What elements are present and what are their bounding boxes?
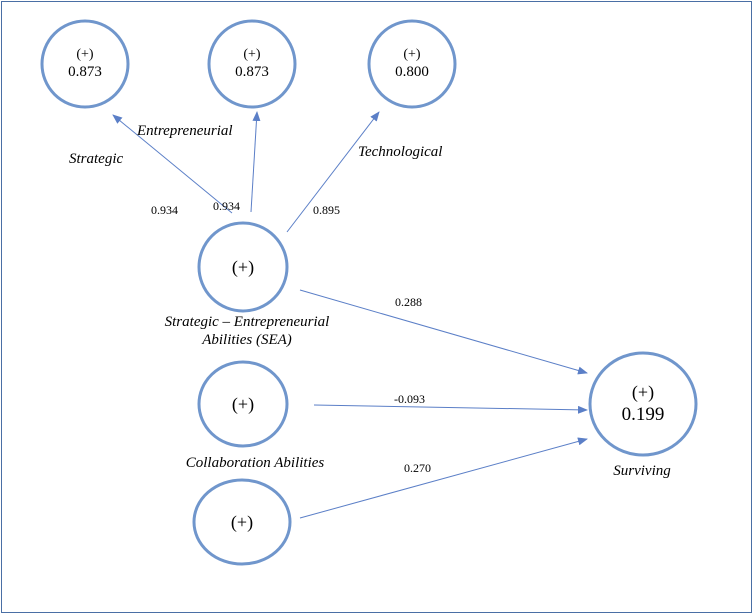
weight-sea-technological: 0.895 bbox=[313, 203, 340, 217]
node-technological: (+) 0.800 bbox=[367, 19, 457, 109]
edge-sea-entrepreneurial bbox=[250, 111, 261, 213]
edge-sea-strategic bbox=[112, 114, 233, 214]
edge-sea-technological bbox=[286, 111, 380, 233]
node-strategic: (+) 0.873 bbox=[40, 19, 130, 109]
node-third-sign: (+) bbox=[231, 512, 253, 533]
node-collaboration: (+) bbox=[197, 360, 289, 448]
node-sea-sign: (+) bbox=[232, 257, 254, 278]
edge-sea-surviving bbox=[299, 289, 588, 375]
label-surviving: Surviving bbox=[613, 463, 671, 479]
node-entrepreneurial: (+) 0.873 bbox=[207, 19, 297, 109]
weight-sea-entrepreneurial: 0.934 bbox=[213, 199, 240, 213]
node-sea: (+) bbox=[197, 221, 289, 313]
weight-third-surviving: 0.270 bbox=[404, 461, 431, 475]
weight-collaboration-surviving: -0.093 bbox=[394, 392, 425, 406]
label-sea-line1: Strategic – Entrepreneurial bbox=[165, 314, 330, 330]
edge-collaboration-surviving bbox=[313, 404, 588, 414]
node-strategic-sign: (+) bbox=[76, 47, 94, 62]
label-strategic: Strategic bbox=[69, 151, 123, 167]
node-entrepreneurial-value: 0.873 bbox=[235, 64, 269, 80]
edge-third-surviving bbox=[299, 437, 588, 519]
node-strategic-value: 0.873 bbox=[68, 64, 102, 80]
node-collaboration-sign: (+) bbox=[232, 394, 254, 415]
node-third: (+) bbox=[192, 478, 292, 566]
node-surviving-value: 0.199 bbox=[622, 404, 665, 425]
weight-sea-strategic: 0.934 bbox=[151, 203, 178, 217]
node-surviving-sign: (+) bbox=[632, 382, 654, 403]
label-sea-line2: Abilities (SEA) bbox=[201, 332, 292, 348]
node-entrepreneurial-sign: (+) bbox=[243, 47, 261, 62]
label-technological: Technological bbox=[358, 144, 442, 160]
node-technological-value: 0.800 bbox=[395, 64, 429, 80]
label-entrepreneurial: Entrepreneurial bbox=[136, 123, 233, 139]
node-surviving: (+) 0.199 bbox=[588, 351, 698, 457]
node-technological-sign: (+) bbox=[403, 47, 421, 62]
label-collaboration: Collaboration Abilities bbox=[186, 455, 325, 471]
weight-sea-surviving: 0.288 bbox=[395, 295, 422, 309]
